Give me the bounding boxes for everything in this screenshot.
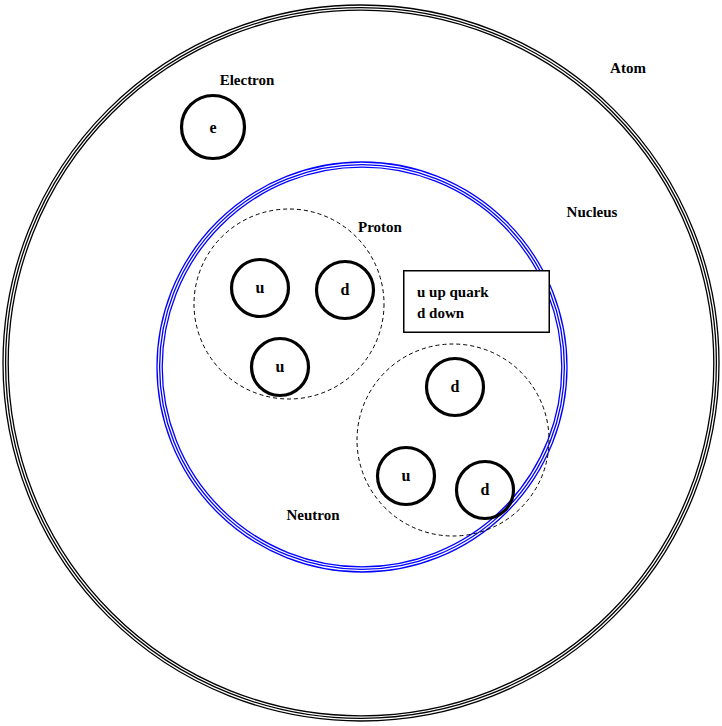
quark-letter: u	[276, 358, 285, 376]
node-label: Atom	[610, 60, 646, 77]
node-label: Proton	[358, 219, 402, 236]
outline-ring	[317, 262, 374, 319]
outline-ring	[427, 359, 484, 416]
key-text: u up quark	[417, 284, 489, 301]
neutron-circle: Neutrondud	[353, 340, 553, 540]
outline-ring	[457, 462, 514, 519]
quark-circle: d	[421, 353, 489, 421]
key-text: d down	[417, 305, 464, 322]
quark-circle: d	[311, 256, 379, 324]
outline-ring	[160, 165, 565, 570]
electron-letter: e	[209, 119, 216, 137]
node-label: Neutron	[286, 507, 339, 524]
electron-circle: Electrone	[176, 90, 250, 164]
outline-ring	[252, 339, 309, 396]
outline-ring	[232, 260, 289, 317]
quark-letter: d	[451, 378, 460, 396]
proton-circle: Protonudu	[190, 205, 388, 403]
quark-letter: u	[256, 279, 265, 297]
outline-shape	[403, 270, 550, 333]
key-frame	[404, 271, 550, 333]
quark-letter: u	[402, 467, 411, 485]
outline-ring	[3, 5, 719, 721]
outline-ring	[8, 10, 714, 716]
outline-ring	[378, 448, 435, 505]
nucleus-circle: NucleusProtonuduu up quarkd downNeutrond…	[153, 158, 571, 576]
node-label: Nucleus	[567, 204, 618, 221]
quark-circle: u	[226, 254, 294, 322]
outline-ring	[157, 162, 567, 572]
quark-letter: d	[341, 281, 350, 299]
outline-ring	[194, 209, 384, 399]
outline-shape	[353, 340, 553, 540]
quark-circle: u	[246, 333, 314, 401]
key-box: u up quark d down	[403, 270, 550, 333]
outline-ring	[162, 167, 562, 567]
quark-circle: d	[451, 456, 519, 524]
outline-ring	[357, 344, 549, 536]
outline-ring	[182, 96, 245, 159]
node-label: Electron	[220, 72, 275, 89]
outline-ring	[6, 8, 717, 719]
quark-circle: u	[372, 442, 440, 510]
quark-letter: d	[481, 481, 490, 499]
